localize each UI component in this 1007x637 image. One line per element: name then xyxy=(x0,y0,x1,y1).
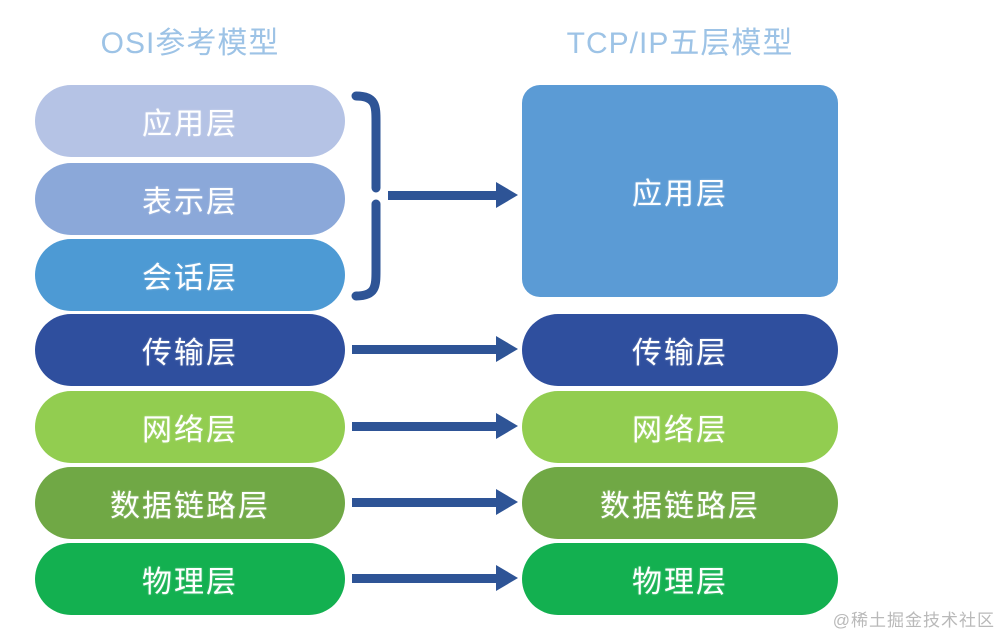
watermark-text: @稀土掘金技术社区 xyxy=(832,611,995,630)
layer-label: 网络层 xyxy=(142,414,238,447)
tcpip-layer-datalink: 数据链路层 xyxy=(522,467,838,539)
brace-icon xyxy=(351,91,381,301)
osi-layer-physical: 物理层 xyxy=(35,543,345,615)
layer-label: 表示层 xyxy=(142,186,238,219)
layer-label: 传输层 xyxy=(632,337,728,370)
osi-layer-presentation: 表示层 xyxy=(35,163,345,235)
tcpip-layer-network: 网络层 xyxy=(522,391,838,463)
layer-label: 会话层 xyxy=(142,262,238,295)
osi-layer-network: 网络层 xyxy=(35,391,345,463)
tcpip-layer-application: 应用层 xyxy=(522,85,838,297)
tcpip-layer-transport: 传输层 xyxy=(522,314,838,386)
layer-label: 传输层 xyxy=(142,337,238,370)
right-column-title: TCP/IP五层模型 xyxy=(566,27,794,60)
layer-label: 物理层 xyxy=(632,566,728,599)
osi-layer-application: 应用层 xyxy=(35,85,345,157)
layer-label: 应用层 xyxy=(142,108,238,141)
layer-label: 物理层 xyxy=(142,566,238,599)
left-column-title: OSI参考模型 xyxy=(100,27,280,60)
osi-layer-session: 会话层 xyxy=(35,239,345,311)
arrow-group-to-application xyxy=(388,182,518,208)
arrow-physical xyxy=(352,565,518,591)
arrow-transport xyxy=(352,336,518,362)
osi-layer-datalink: 数据链路层 xyxy=(35,467,345,539)
layer-label: 数据链路层 xyxy=(110,490,270,523)
layer-label: 网络层 xyxy=(632,414,728,447)
arrow-datalink xyxy=(352,489,518,515)
layer-label: 数据链路层 xyxy=(600,490,760,523)
tcpip-layer-physical: 物理层 xyxy=(522,543,838,615)
osi-layer-transport: 传输层 xyxy=(35,314,345,386)
arrow-network xyxy=(352,413,518,439)
layer-label: 应用层 xyxy=(632,178,728,211)
